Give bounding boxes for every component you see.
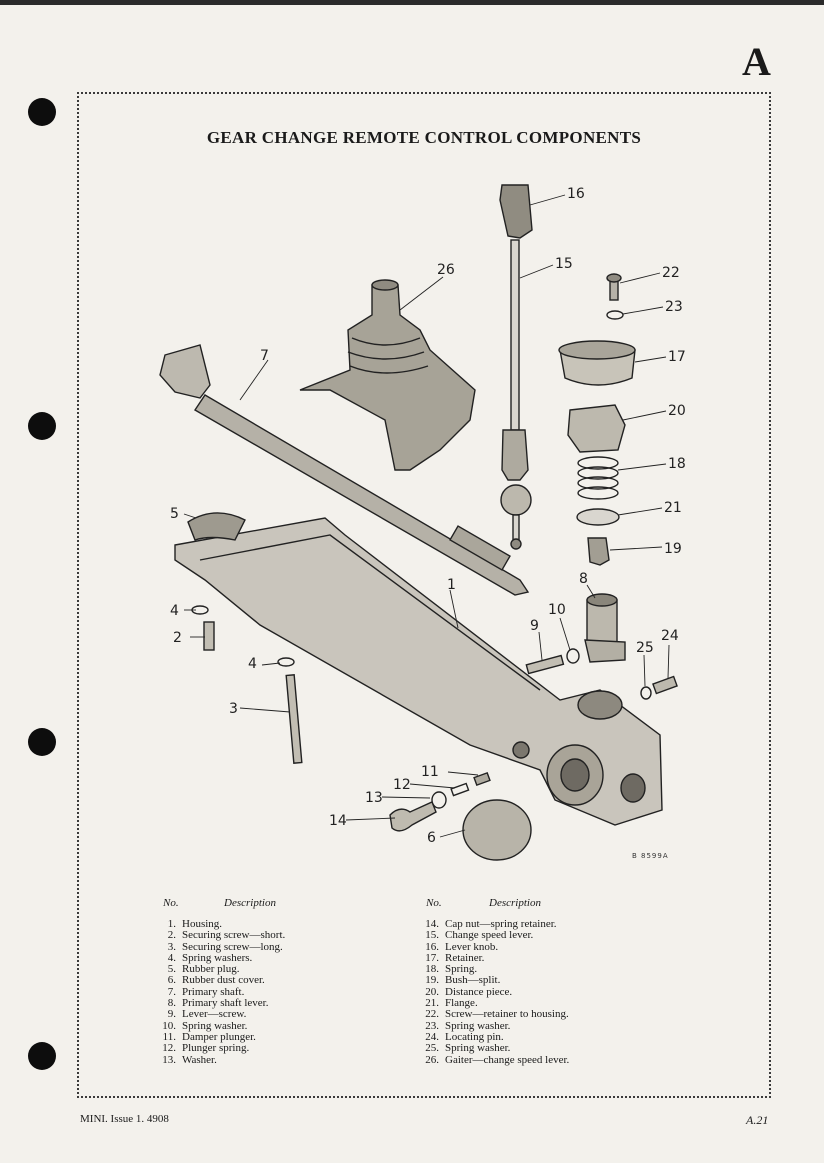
legend-left-column: 1.Housing. 2.Securing screw—short. 3.Sec… [157, 918, 286, 1066]
callout-label: 22 [662, 265, 680, 281]
legend-item: 11.Damper plunger. [162, 1030, 256, 1043]
legend-item: 16.Lever knob. [425, 940, 499, 953]
legend-no-header: No. [426, 897, 442, 909]
rubber-plug-illustration [187, 512, 246, 541]
leader-lines [183, 194, 670, 838]
gaiter-illustration [299, 279, 476, 471]
punch-hole [28, 98, 56, 126]
legend-item: 1.Housing. [167, 918, 223, 930]
callout-label: 9 [530, 618, 539, 634]
legend-item: 23.Spring washer. [425, 1019, 511, 1032]
callout-label: 11 [421, 764, 439, 780]
callout-label: 21 [664, 500, 682, 516]
legend-item: 25.Spring washer. [425, 1042, 511, 1055]
cap-nut-illustration [389, 801, 437, 832]
legend-item: 21.Flange. [425, 997, 478, 1010]
callout-label: 7 [260, 348, 269, 364]
legend-item: 10.Spring washer. [162, 1019, 248, 1032]
callout-label: 18 [668, 456, 686, 472]
legend-item: 20.Distance piece. [425, 985, 513, 998]
retainer-group-illustration [558, 273, 636, 566]
dotted-frame [77, 92, 771, 1098]
legend-item: 18.Spring. [425, 963, 478, 976]
short-screw-illustration [203, 621, 215, 651]
callout-label: 4 [170, 603, 179, 619]
legend-desc-header: Description [224, 897, 276, 909]
callout-label: 23 [665, 299, 683, 315]
callout-label: 4 [248, 656, 257, 672]
legend-item: 9.Lever—screw. [167, 1008, 247, 1021]
section-letter: A [742, 39, 771, 84]
drawing-ref-code: B 8599A [632, 852, 669, 860]
lever-screw-illustration [525, 654, 565, 675]
page-top-edge [0, 0, 824, 5]
callout-label: 17 [668, 349, 686, 365]
legend-item: 22.Screw—retainer to housing. [425, 1008, 569, 1021]
legend-item: 7.Primary shaft. [167, 985, 245, 998]
legend-item: 19.Bush—split. [425, 974, 501, 987]
callout-label: 5 [170, 506, 179, 522]
callout-label: 13 [365, 790, 383, 806]
callout-label: 19 [664, 541, 682, 557]
callout-label: 16 [567, 186, 585, 202]
footer-issue: MINI. Issue 1. 4908 [80, 1113, 169, 1125]
legend-item: 15.Change speed lever. [425, 929, 534, 942]
callout-label: 20 [668, 403, 686, 419]
callout-label: 12 [393, 777, 411, 793]
legend-item: 26.Gaiter—change speed lever. [425, 1053, 570, 1066]
legend-desc-header: Description [489, 897, 541, 909]
punch-hole [28, 728, 56, 756]
legend-item: 12.Plunger spring. [162, 1042, 250, 1055]
callout-label: 6 [427, 830, 436, 846]
callout-label: 24 [661, 628, 679, 644]
primary-shaft-lever-illustration [584, 593, 626, 663]
legend-item: 8.Primary shaft lever. [167, 997, 269, 1010]
punch-hole [28, 412, 56, 440]
change-speed-lever-illustration [499, 184, 533, 550]
footer-page-number: A.21 [746, 1113, 769, 1127]
callout-label: 1 [447, 577, 456, 593]
legend-item: 5.Rubber plug. [167, 963, 240, 976]
callout-label: 26 [437, 262, 455, 278]
legend-item: 2.Securing screw—short. [167, 929, 286, 942]
callout-label: 2 [173, 630, 182, 646]
callout-label: 25 [636, 640, 654, 656]
legend-no-header: No. [163, 897, 179, 909]
punch-hole [28, 1042, 56, 1070]
legend-item: 6.Rubber dust cover. [167, 974, 265, 987]
callout-label: 10 [548, 602, 566, 618]
callout-label: 14 [329, 813, 347, 829]
legend-item: 24.Locating pin. [425, 1030, 504, 1043]
callout-label: 3 [229, 701, 238, 717]
legend-item: 3.Securing screw—long. [167, 940, 283, 953]
legend-item: 4.Spring washers. [167, 951, 253, 964]
page-title: GEAR CHANGE REMOTE CONTROL COMPONENTS [206, 128, 642, 147]
legend-item: 13.Washer. [162, 1053, 217, 1066]
dust-cover-illustration [462, 799, 532, 861]
primary-shaft-illustration [159, 344, 530, 596]
housing-illustration [174, 517, 663, 826]
long-screw-illustration [285, 674, 303, 764]
callout-label: 8 [579, 571, 588, 587]
callout-labels: 1 2 3 4 4 5 6 7 8 9 10 11 12 13 14 15 16… [170, 186, 686, 846]
legend-item: 14.Cap nut—spring retainer. [425, 918, 557, 930]
callout-label: 15 [555, 256, 573, 272]
legend-right-column: 14.Cap nut—spring retainer. 15.Change sp… [420, 918, 570, 1066]
legend-item: 17.Retainer. [425, 951, 485, 964]
